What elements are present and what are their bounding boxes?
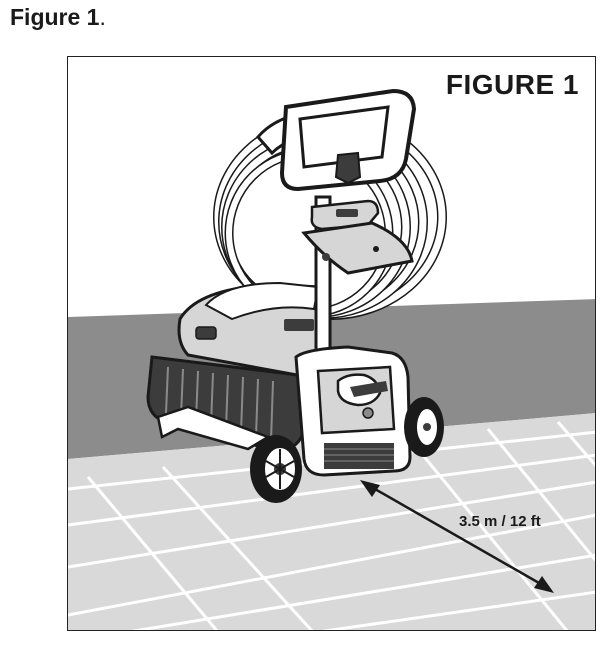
caddy-wheel-right <box>404 397 444 457</box>
figure-caption: Figure 1. <box>10 4 106 31</box>
figure-frame: FIGURE 1 3.5 m / 12 ft <box>67 56 596 631</box>
cord-swivel-arm <box>350 381 388 397</box>
caddy-handle-grip <box>298 105 390 169</box>
figure-label: FIGURE 1 <box>445 69 579 100</box>
cable-clip <box>334 151 362 185</box>
power-supply-slot <box>336 209 358 217</box>
caddy-shelf <box>301 221 414 275</box>
figure-caption-text: Figure 1 <box>10 4 100 30</box>
robot-side-foot <box>156 405 271 451</box>
shelf-knob <box>373 246 379 252</box>
floor-tile-grid <box>68 421 595 630</box>
figure-caption-period: . <box>99 4 106 30</box>
robot-button-panel <box>284 319 314 331</box>
pole-hook <box>322 253 330 261</box>
base-grille <box>324 443 394 469</box>
distance-arrow <box>360 480 554 593</box>
caddy-wheel-left <box>250 435 302 503</box>
robot-vent <box>195 326 217 340</box>
robot-cleaner <box>146 281 330 453</box>
caddy-illustration <box>68 88 595 630</box>
distance-label: 3.5 m / 12 ft <box>459 513 541 530</box>
base-screw <box>362 407 374 419</box>
